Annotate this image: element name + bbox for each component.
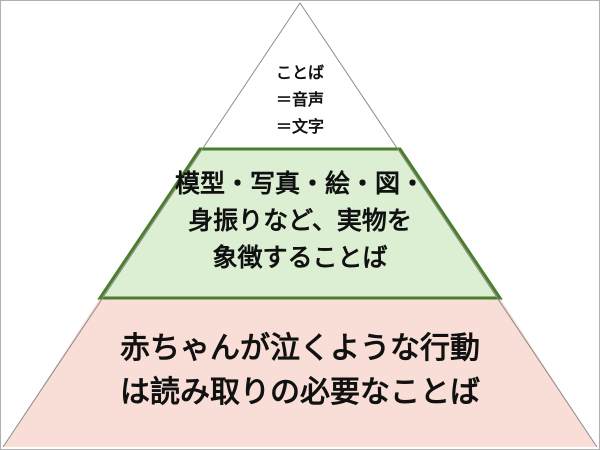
middle-line-3: 象徴することば	[212, 243, 387, 272]
bottom-line-1: 赤ちゃんが泣くような行動	[120, 331, 480, 366]
middle-line-2: 身振りなど、実物を	[188, 206, 412, 235]
bottom-line-2: は読み取りの必要なことば	[120, 375, 480, 410]
top-line-2: ＝音声	[276, 90, 324, 109]
top-line-1: ことば	[276, 63, 324, 82]
middle-line-1: 模型・写真・絵・図・	[175, 169, 425, 198]
bottom-level	[3, 298, 597, 447]
top-line-3: ＝文字	[276, 117, 324, 136]
middle-level	[97, 147, 503, 300]
